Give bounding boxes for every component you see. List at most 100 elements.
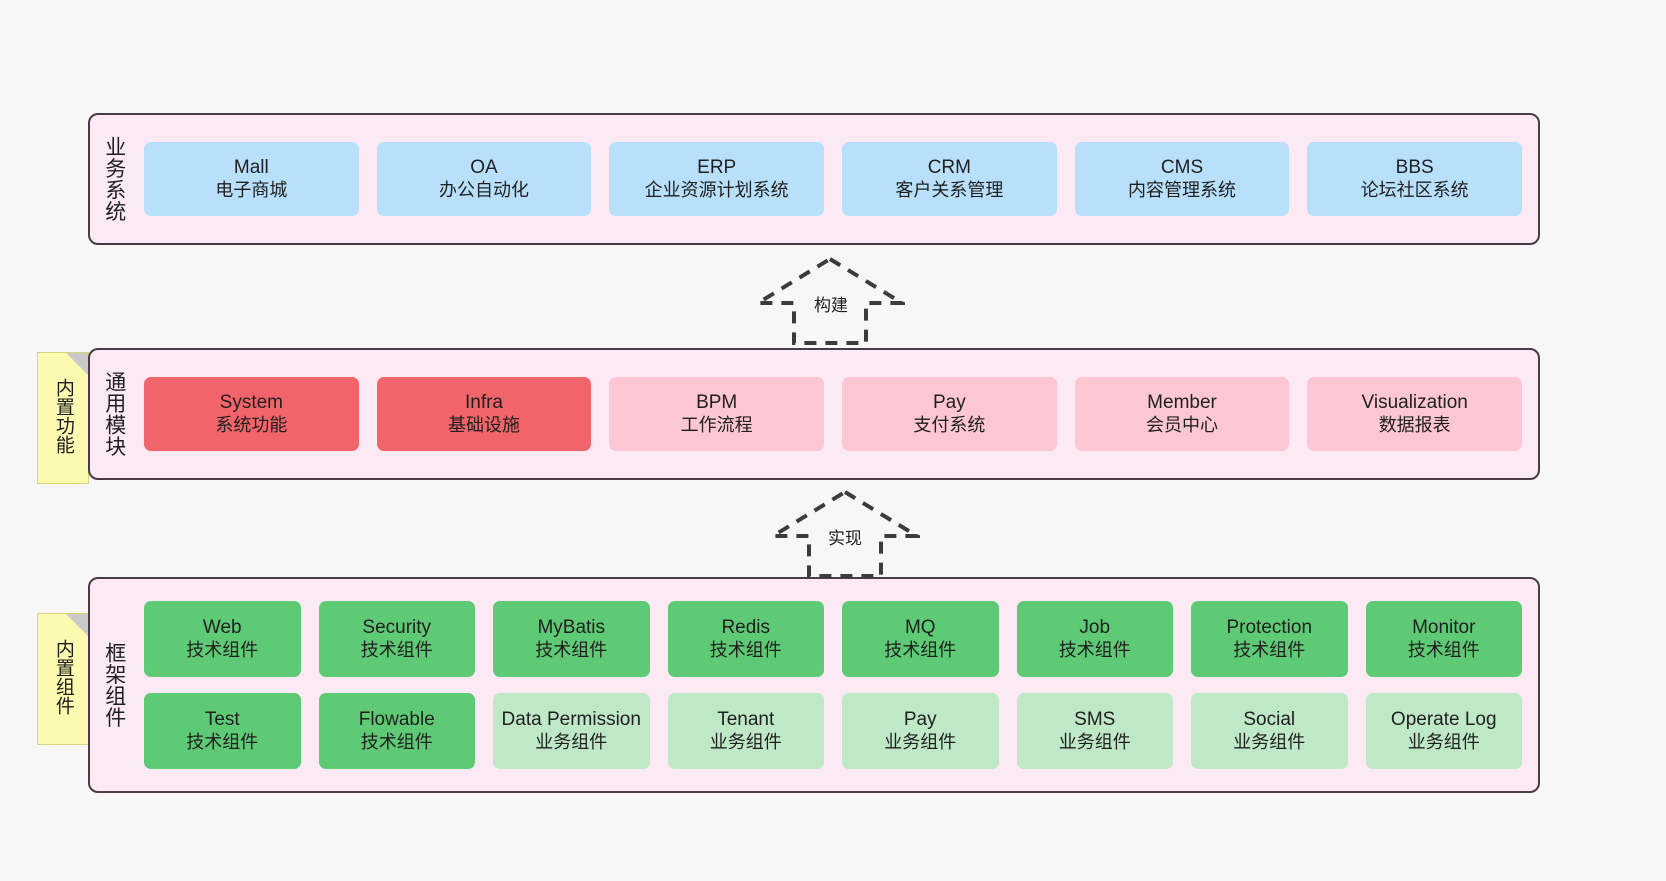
module-card-subtitle: 业务组件 — [709, 731, 782, 752]
module-card-subtitle: 基础设施 — [448, 414, 520, 435]
module-card-title: Web — [202, 616, 242, 638]
module-card-subtitle: 办公自动化 — [439, 179, 529, 200]
module-card-title: Mall — [233, 156, 269, 178]
module-card-subtitle: 技术组件 — [1233, 639, 1306, 660]
arrow-label-build: 构建 — [814, 296, 848, 315]
module-card-title: MQ — [904, 616, 936, 638]
module-card-subtitle: 技术组件 — [360, 731, 433, 752]
layer-title-framework-component: 框架组件 — [102, 642, 126, 728]
module-card-subtitle: 技术组件 — [186, 639, 259, 660]
arrow-label-implement: 实现 — [828, 529, 862, 548]
module-card-title: Visualization — [1361, 391, 1468, 413]
module-card-subtitle: 内容管理系统 — [1128, 179, 1237, 200]
generalization-arrow-implement — [765, 488, 925, 578]
module-card-subtitle: 支付系统 — [913, 414, 986, 435]
module-card-subtitle: 业务组件 — [535, 731, 608, 752]
module-card-title: Security — [362, 616, 432, 638]
module-card-subtitle: 会员中心 — [1146, 414, 1219, 435]
module-card-subtitle: 论坛社区系统 — [1360, 179, 1469, 200]
module-card-subtitle: 业务组件 — [884, 731, 957, 752]
module-card-subtitle: 客户关系管理 — [895, 179, 1004, 200]
module-card-subtitle: 技术组件 — [186, 731, 259, 752]
module-card-subtitle: 业务组件 — [1058, 731, 1131, 752]
module-card-subtitle: 技术组件 — [884, 639, 957, 660]
module-card-subtitle: 技术组件 — [1058, 639, 1131, 660]
module-card-title: OA — [470, 156, 498, 178]
generalization-arrow-build — [750, 255, 910, 345]
module-card-subtitle: 技术组件 — [360, 639, 433, 660]
module-card-title: Infra — [464, 391, 504, 413]
sticky-note-builtin-component: 内置组件 — [37, 613, 89, 745]
module-card-title: SMS — [1074, 708, 1116, 730]
module-card-title: Data Permission — [501, 708, 641, 730]
layer-title-common-module: 通用模块 — [102, 371, 126, 457]
module-card-title: Tenant — [717, 708, 775, 730]
module-card-subtitle: 技术组件 — [535, 639, 608, 660]
module-card-title: Test — [204, 708, 240, 730]
module-card-subtitle: 业务组件 — [1407, 731, 1480, 752]
module-card-subtitle: 电子商城 — [215, 179, 288, 200]
module-card-title: BBS — [1395, 156, 1434, 178]
module-card-subtitle: 数据报表 — [1378, 414, 1451, 435]
module-card-subtitle: 企业资源计划系统 — [644, 179, 789, 200]
module-card-subtitle: 系统功能 — [215, 414, 288, 435]
module-card-title: Redis — [721, 616, 771, 638]
module-card-title: BPM — [696, 391, 738, 413]
module-card-title: Flowable — [358, 708, 435, 730]
module-card-title: Operate Log — [1390, 708, 1497, 730]
module-card-title: Monitor — [1412, 616, 1476, 638]
module-card-subtitle: 技术组件 — [709, 639, 782, 660]
module-card-subtitle: 工作流程 — [680, 414, 753, 435]
sticky-note-builtin-function: 内置功能 — [37, 352, 89, 484]
layer-title-business-system: 业务系统 — [102, 136, 126, 222]
module-card-title: System — [219, 391, 284, 413]
module-card-title: CMS — [1160, 156, 1204, 178]
module-card-title: MyBatis — [537, 616, 606, 638]
module-card-subtitle: 技术组件 — [1407, 639, 1480, 660]
module-card-title: CRM — [927, 156, 971, 178]
module-card-title: Pay — [903, 708, 937, 730]
module-card-title: Job — [1079, 616, 1111, 638]
module-card-title: Pay — [932, 391, 966, 413]
module-card-title: ERP — [697, 156, 737, 178]
module-card-title: Social — [1243, 708, 1296, 730]
